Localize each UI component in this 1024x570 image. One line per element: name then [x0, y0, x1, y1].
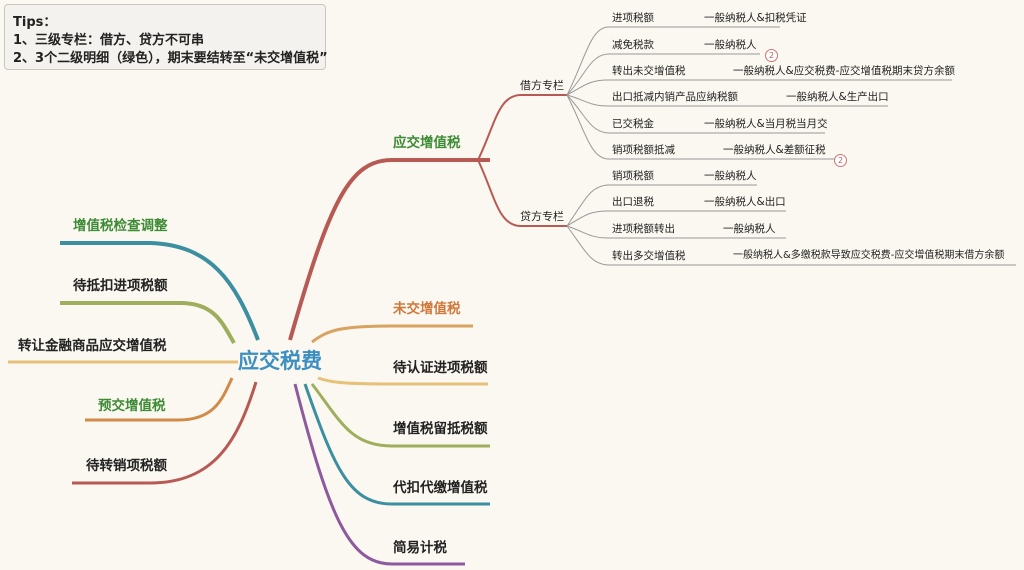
tips-line-1: 1、三级专栏：借方、贷方不可串 [13, 32, 205, 48]
connector-prepaid-vat [85, 377, 234, 422]
tips-title: Tips： [13, 15, 57, 30]
debit-item-note: 一般纳税人&当月税当月交 [704, 118, 828, 130]
connector-pending-cert [317, 376, 488, 386]
debit-item-note: 一般纳税人&应交税费-应交增值税期末贷方余额 [733, 65, 955, 77]
connector-retained-credit [310, 383, 490, 448]
node-withholding[interactable]: 代扣代缴增值税 [393, 480, 488, 496]
node-prepaid-vat[interactable]: 预交增值税 [98, 398, 166, 414]
connector-credit [477, 159, 567, 227]
credit-item-note: 一般纳税人 [704, 170, 757, 182]
connector-debit [477, 94, 567, 161]
connector-unpaid-vat [311, 324, 473, 344]
connector-withholding [303, 383, 490, 506]
debit-item-note: 一般纳税人&扣税凭证 [704, 12, 807, 24]
root-node[interactable]: 应交税费 [238, 349, 322, 373]
credit-item-name[interactable]: 进项税额转出 [612, 223, 675, 235]
credit-item-note: 一般纳税人&出口 [704, 196, 786, 208]
node-pending-deduct[interactable]: 待抵扣进项税额 [73, 278, 168, 294]
node-retained-credit[interactable]: 增值税留抵税额 [393, 421, 488, 437]
node-unpaid-vat[interactable]: 未交增值税 [393, 301, 461, 317]
debit-item-name[interactable]: 出口抵减内销产品应纳税额 [612, 91, 738, 103]
debit-item-name[interactable]: 已交税金 [612, 118, 654, 130]
tips-line-2: 2、3个二级明细（绿色），期末要结转至“未交增值税” [13, 50, 328, 66]
debit-item-name[interactable]: 进项税额 [612, 12, 654, 24]
debit-item-name[interactable]: 减免税款 [612, 39, 654, 51]
tips-box: Tips： 1、三级专栏：借方、贷方不可串 2、3个二级明细（绿色），期末要结转… [4, 4, 328, 70]
node-pending-output[interactable]: 待转销项税额 [86, 458, 167, 474]
credit-item-note: 一般纳税人&多缴税款导致应交税费-应交增值税期末借方余额 [733, 250, 1005, 261]
debit-item-name[interactable]: 转出未交增值税 [612, 65, 686, 77]
credit-item-name[interactable]: 销项税额 [612, 170, 654, 182]
credit-item-name[interactable]: 转出多交增值税 [612, 250, 686, 262]
connector-vat-payable [288, 158, 490, 341]
node-debit-column[interactable]: 借方专栏 [520, 79, 564, 92]
debit-item-note: 一般纳税人&生产出口 [786, 91, 889, 103]
debit-item-note: 一般纳税人 [704, 39, 757, 51]
node-credit-column[interactable]: 贷方专栏 [520, 210, 564, 223]
debit-leaf-connectors [566, 26, 952, 160]
connector-pending-output [72, 381, 258, 485]
connector-pending-deduct [60, 301, 236, 344]
connector-simple-tax [293, 383, 465, 566]
debit-item-note: 一般纳税人&差额征税 [723, 144, 826, 156]
debit-item-name[interactable]: 销项税额抵减 [612, 144, 675, 156]
node-vat-inspection[interactable]: 增值税检查调整 [73, 218, 168, 234]
node-financial-transfer[interactable]: 转让金融商品应交增值税 [18, 338, 167, 354]
node-vat-payable[interactable]: 应交增值税 [393, 135, 461, 151]
count-badge[interactable]: 2 [834, 154, 847, 167]
count-badge[interactable]: 2 [765, 49, 778, 62]
credit-item-name[interactable]: 出口退税 [612, 196, 654, 208]
connector-vat-inspection [60, 241, 260, 341]
node-pending-cert[interactable]: 待认证进项税额 [393, 360, 488, 376]
credit-leaf-connectors [566, 184, 1016, 266]
credit-item-note: 一般纳税人 [723, 223, 776, 235]
node-simple-tax[interactable]: 简易计税 [393, 540, 447, 556]
